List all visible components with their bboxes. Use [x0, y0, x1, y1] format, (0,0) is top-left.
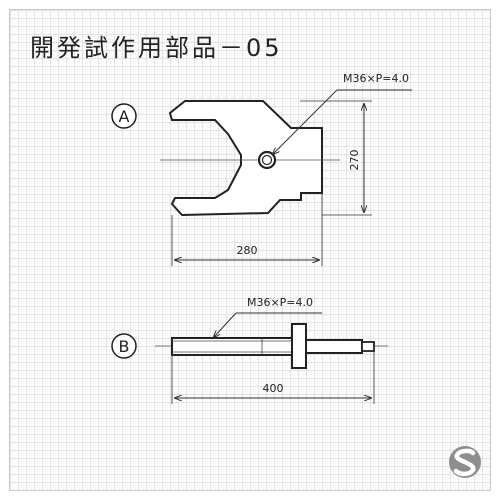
- view-b-thread-callout: M36×P=4.0: [247, 296, 313, 309]
- view-a-width-dimension: 280: [237, 244, 258, 257]
- view-b: B M36×P=4.0 400: [111, 296, 388, 404]
- view-a-thread-callout: M36×P=4.0: [343, 72, 409, 85]
- view-a-thread-hole-inner: [261, 154, 273, 166]
- brand-logo: [449, 446, 481, 478]
- view-b-label-circle: [111, 333, 137, 359]
- view-b-label: B: [119, 337, 130, 356]
- view-b-thread-leader: [213, 312, 237, 338]
- view-b-pilot-tip: [361, 341, 375, 352]
- view-b-length-dimension: 400: [263, 382, 284, 395]
- view-a-label: A: [119, 107, 130, 126]
- drawing-title: 開発試作用部品－05: [30, 34, 283, 62]
- view-a-part-outline: [168, 100, 323, 217]
- view-a-label-circle: [111, 103, 137, 129]
- brand-logo-s-mark: [453, 448, 476, 477]
- view-a: A M36×P=4.0 270 280: [111, 72, 412, 266]
- view-b-body: [305, 339, 363, 354]
- view-a-height-dimension: 270: [348, 150, 361, 171]
- view-b-threaded-shank: [171, 337, 293, 356]
- view-b-flange: [291, 323, 307, 369]
